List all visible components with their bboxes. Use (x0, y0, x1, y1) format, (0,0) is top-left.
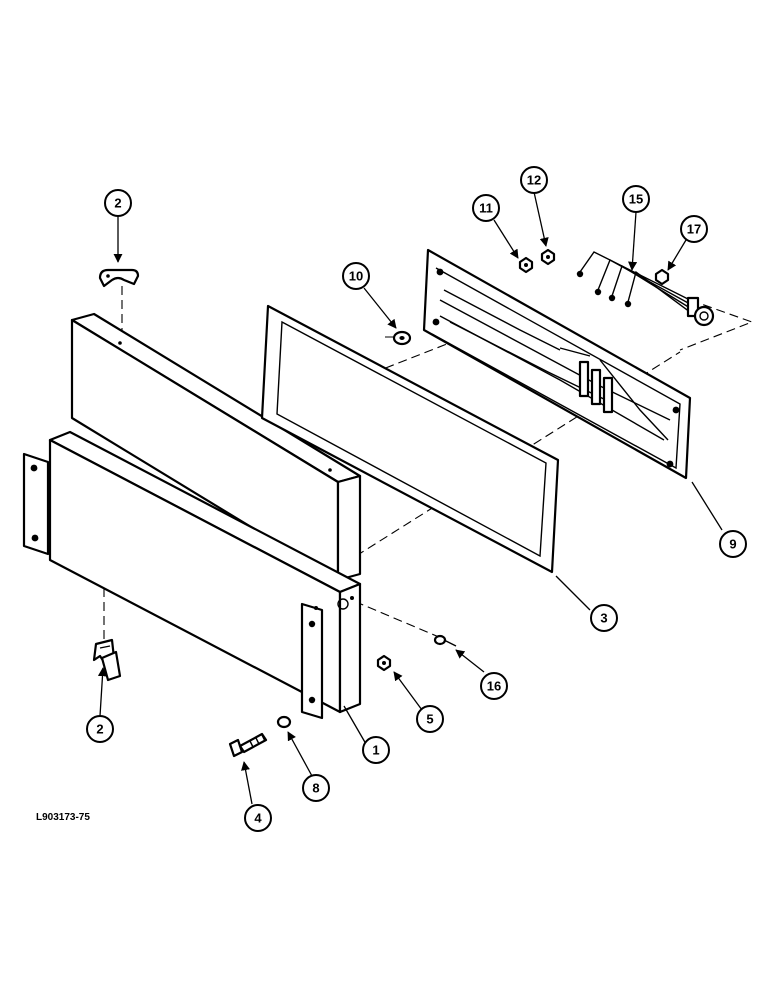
screw (433, 634, 457, 647)
clip-bottom (92, 638, 122, 682)
housing-box (22, 430, 362, 720)
callout-15: 15 (622, 185, 650, 213)
callout-16: 16 (480, 672, 508, 700)
callout-5: 5 (416, 705, 444, 733)
callout-17: 17 (680, 215, 708, 243)
callout-12: 12 (520, 166, 548, 194)
svg-text:9: 9 (729, 537, 736, 552)
callout-4: 4 (244, 804, 272, 832)
svg-text:11: 11 (479, 201, 493, 216)
housing-rear-panel (70, 312, 362, 582)
callout-2-bottom: 2 (86, 715, 114, 743)
callout-10: 10 (342, 262, 370, 290)
lock-washer (276, 715, 292, 729)
svg-text:12: 12 (527, 173, 541, 188)
clip-top (98, 268, 140, 288)
svg-text:16: 16 (487, 679, 501, 694)
washer (392, 330, 412, 346)
callout-2-top: 2 (104, 189, 132, 217)
svg-text:15: 15 (629, 192, 643, 207)
leader-lines (97, 191, 723, 805)
figure-reference-code: L903173-75 (36, 812, 90, 823)
nut-12 (540, 248, 556, 266)
gasket (260, 304, 560, 574)
callout-11: 11 (472, 194, 500, 222)
nut-17 (654, 268, 670, 286)
bolt (228, 732, 268, 758)
callout-3: 3 (590, 604, 618, 632)
svg-text:3: 3 (600, 611, 607, 626)
svg-text:2: 2 (96, 722, 103, 737)
callout-9: 9 (719, 530, 747, 558)
svg-text:2: 2 (114, 196, 121, 211)
svg-text:4: 4 (254, 811, 262, 826)
callout-1: 1 (362, 736, 390, 764)
svg-text:10: 10 (349, 269, 363, 284)
svg-text:17: 17 (687, 222, 701, 237)
cover-plate (422, 248, 692, 480)
svg-text:5: 5 (426, 712, 433, 727)
nut-5 (376, 654, 392, 672)
svg-text:8: 8 (312, 781, 319, 796)
svg-text:1: 1 (372, 743, 379, 758)
callout-8: 8 (302, 774, 330, 802)
wiring-harness (576, 251, 715, 327)
nut-11 (518, 256, 534, 274)
